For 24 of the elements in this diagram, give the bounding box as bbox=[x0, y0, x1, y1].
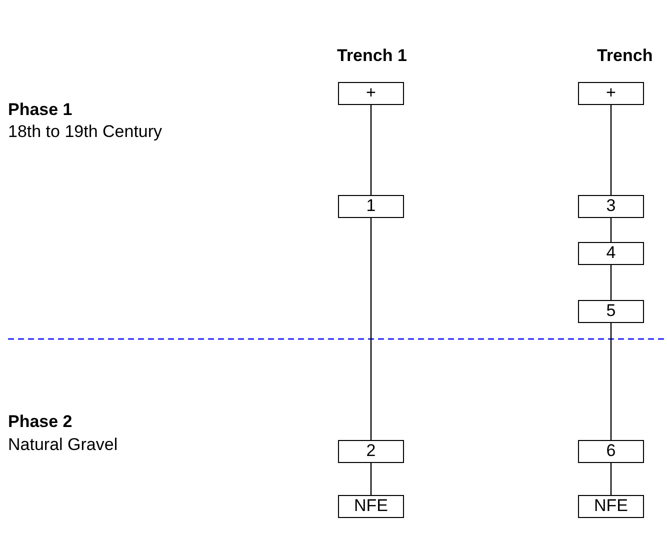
phase-heading: Phase 1 bbox=[8, 100, 72, 120]
context-box: 6 bbox=[578, 440, 644, 463]
context-box: 5 bbox=[578, 300, 644, 323]
connector-line bbox=[370, 105, 372, 195]
connector-line bbox=[610, 463, 612, 495]
connector-line bbox=[610, 105, 612, 195]
connector-line bbox=[610, 218, 612, 242]
context-box: 1 bbox=[338, 195, 404, 218]
context-box: NFE bbox=[578, 495, 644, 518]
phase-description: 18th to 19th Century bbox=[8, 122, 162, 142]
context-box: NFE bbox=[338, 495, 404, 518]
context-box: + bbox=[578, 82, 644, 105]
connector-line bbox=[370, 218, 372, 440]
connector-line bbox=[610, 323, 612, 440]
phase-description: Natural Gravel bbox=[8, 435, 118, 455]
context-box: + bbox=[338, 82, 404, 105]
connector-line bbox=[610, 265, 612, 300]
column-heading: Trench 1 bbox=[337, 46, 407, 66]
phase-heading: Phase 2 bbox=[8, 412, 72, 432]
context-box: 3 bbox=[578, 195, 644, 218]
column-heading: Trench bbox=[597, 46, 653, 66]
connector-line bbox=[370, 463, 372, 495]
context-box: 4 bbox=[578, 242, 644, 265]
context-box: 2 bbox=[338, 440, 404, 463]
